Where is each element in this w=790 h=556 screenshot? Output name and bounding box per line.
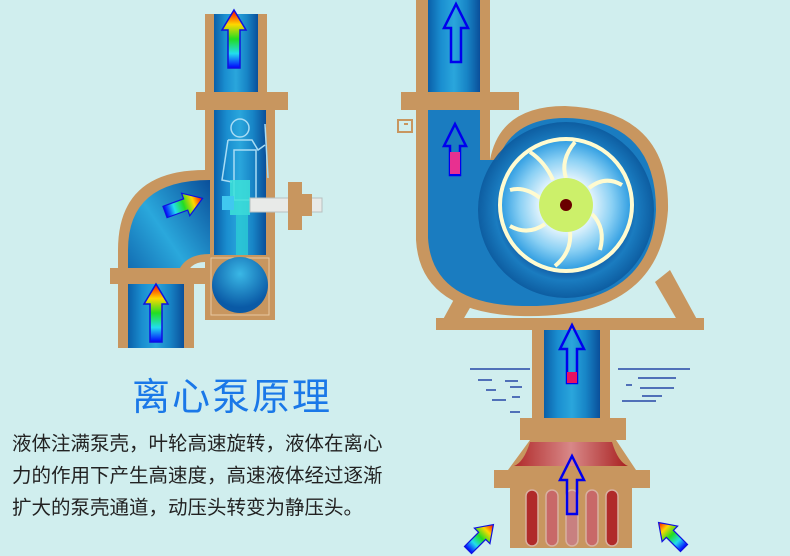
page-title: 离心泵原理 [132, 375, 333, 419]
blue-outline-up-arrow-icon [441, 121, 469, 177]
blue-outline-up-arrow-icon [557, 322, 587, 385]
description-line: 液体注满泵壳，叶轮高速旋转，液体在离心 [12, 432, 383, 455]
rainbow-diagonal-arrow-icon [657, 521, 689, 553]
side-view [110, 8, 323, 348]
blue-outline-up-arrow-icon [557, 453, 587, 516]
motor-outline [221, 118, 269, 201]
rainbow-right-arrow-icon [162, 192, 204, 219]
rainbow-diagonal-arrow-icon [463, 523, 495, 555]
rainbow-up-arrow-icon [220, 8, 248, 69]
water-surface-lines [470, 368, 690, 413]
impeller [498, 137, 634, 273]
description: 液体注满泵壳，叶轮高速旋转，液体在离心 力的作用下产生高速度，高速液体经过逐渐 … [12, 428, 482, 524]
front-view [397, 0, 704, 555]
description-line: 力的作用下产生高速度，高速液体经过逐渐 [12, 464, 383, 487]
description-line: 扩大的泵壳通道，动压头转变为静压头。 [12, 496, 364, 519]
blue-outline-up-arrow-icon [441, 1, 471, 64]
rainbow-up-arrow-icon [142, 282, 170, 343]
